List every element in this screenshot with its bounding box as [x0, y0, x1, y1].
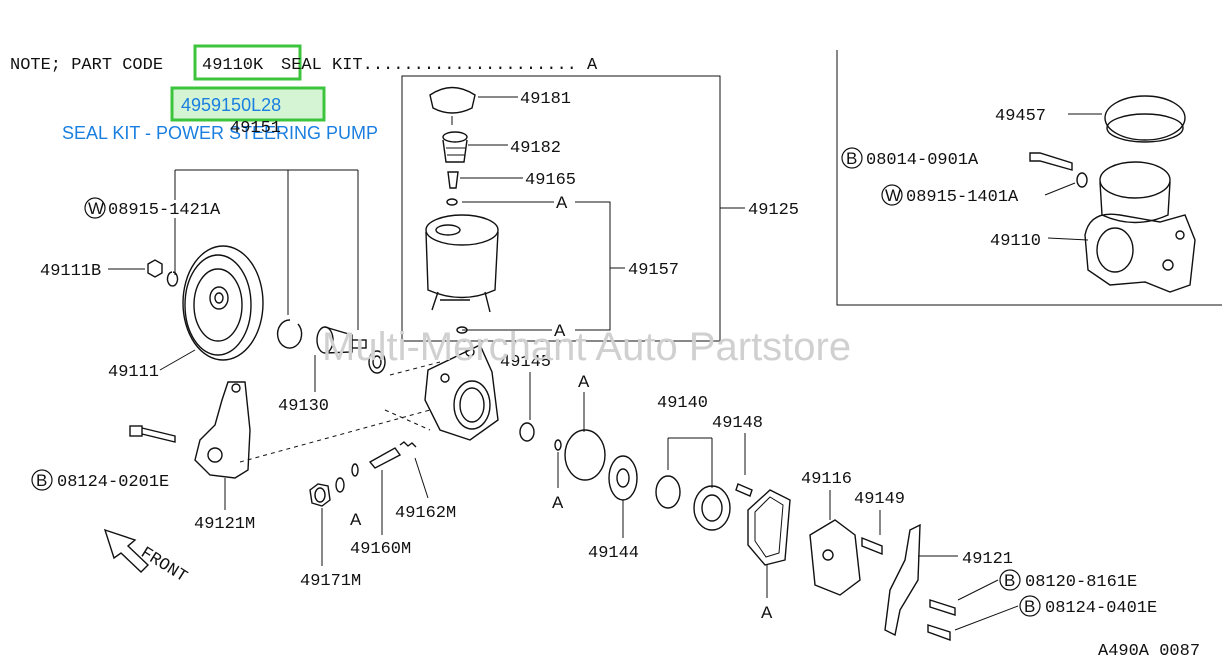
label-49145: 49145: [500, 353, 551, 372]
bolt-08124-0201E: [129, 425, 176, 443]
marker-b-1-text: B: [36, 471, 47, 490]
pin-49148: [735, 483, 753, 497]
cap-49181: [429, 86, 476, 125]
leader-49162M: [414, 457, 429, 499]
cap-49457: [1104, 95, 1186, 143]
pump-housing: [424, 344, 499, 441]
marker-b-2-text: B: [1004, 571, 1015, 590]
label-49171M: 49171M: [300, 572, 361, 591]
washer-49111B: [166, 271, 179, 287]
label-49116: 49116: [801, 470, 852, 489]
oring-small: [335, 477, 345, 493]
label-49111: 49111: [108, 363, 159, 382]
marker-b-2: [999, 569, 1021, 591]
leader-49111: [159, 349, 196, 371]
label-49148: 49148: [712, 414, 763, 433]
label-49121M: 49121M: [194, 515, 255, 534]
marker-a-4: A: [761, 603, 773, 622]
cover-49116: [809, 519, 861, 596]
marker-w-1-text: W: [88, 199, 104, 218]
watermark: Multi-Merchant Auto Partstore: [322, 325, 851, 369]
bolt-08014-0901A: [1029, 152, 1073, 171]
bracket-49121M: [194, 381, 251, 479]
label-08915-1421A: 08915-1421A: [108, 201, 221, 220]
label-49160M: 49160M: [350, 540, 411, 559]
reservoir-49157: [425, 214, 499, 313]
label-08915-1401A: 08915-1401A: [906, 188, 1019, 207]
label-49110: 49110: [990, 232, 1041, 251]
marker-w-1: [84, 197, 106, 219]
label-49162M: 49162M: [395, 504, 456, 523]
note-code: 49110K: [202, 56, 264, 75]
label-49165: 49165: [525, 171, 576, 190]
note-suffix: SEAL KIT..................... A: [281, 56, 598, 75]
label-49130: 49130: [278, 397, 329, 416]
note-code-highlight: [193, 44, 302, 81]
strainer-49182: [442, 131, 468, 163]
marker-w-2: [881, 184, 903, 206]
rotor-49140: [655, 475, 731, 531]
snap-ring: [276, 319, 303, 349]
label-49140: 49140: [657, 394, 708, 413]
pump-assembly-49110: [1084, 161, 1196, 293]
diagram-code: A490A 0087: [1098, 642, 1200, 661]
marker-b-4: [841, 147, 863, 169]
shaft-49130: [316, 326, 386, 374]
marker-a-1: A: [350, 510, 362, 529]
label-08124-0401E: 08124-0401E: [1045, 599, 1157, 618]
ring-49145: [519, 422, 535, 442]
label-49111B: 49111B: [40, 262, 101, 281]
label-49182: 49182: [510, 139, 561, 158]
marker-a-6: A: [554, 321, 566, 340]
marker-b-3-text: B: [1024, 597, 1035, 616]
bolt-08120-8161E: [929, 599, 956, 616]
oring-large: [564, 429, 606, 481]
gasket: [747, 489, 791, 566]
marker-a-3: A: [552, 493, 564, 512]
label-49144: 49144: [588, 544, 639, 563]
label-49181: 49181: [520, 90, 571, 109]
label-49157: 49157: [628, 261, 679, 280]
bracket-49157: [462, 201, 625, 331]
plug-49171M: [309, 483, 331, 507]
note-prefix: NOTE; PART CODE: [10, 56, 163, 75]
label-08014-0901A: 08014-0901A: [866, 151, 979, 170]
highlight-part-number: 4959150L28: [181, 95, 281, 115]
label-08120-8161E: 08120-8161E: [1025, 573, 1137, 592]
spring-49162M: [399, 441, 417, 448]
marker-b-4-text: B: [846, 149, 857, 168]
dashed-link: [239, 361, 441, 463]
label-49121: 49121: [962, 550, 1013, 569]
bracket-49140: [667, 437, 713, 488]
bolt-08124-0401E: [927, 624, 951, 641]
seal-kit-label: SEAL KIT - POWER STEERING PUMP: [62, 123, 378, 143]
bracket-49151: [174, 169, 359, 330]
front-label: FRONT: [137, 544, 190, 587]
marker-b-1: [31, 469, 53, 491]
front-arrow: [103, 528, 150, 573]
bolt-49149: [861, 536, 883, 556]
valve-49160M: [368, 447, 402, 469]
inset-box: [836, 50, 1222, 306]
marker-a-5: A: [556, 193, 568, 212]
marker-a-2: A: [578, 372, 590, 391]
label-49125: 49125: [748, 201, 799, 220]
cam-ring-49144: [608, 455, 638, 501]
label-08124-0201E: 08124-0201E: [57, 473, 169, 492]
marker-b-3: [1019, 595, 1041, 617]
bracket-49121: [884, 523, 921, 637]
bolt-49165: [447, 171, 459, 189]
highlight-part-box: [170, 86, 326, 122]
label-49149: 49149: [854, 490, 905, 509]
nut-49111B: [147, 259, 163, 278]
label-49151: 49151: [230, 119, 281, 138]
label-49457: 49457: [995, 107, 1046, 126]
marker-w-2-text: W: [885, 186, 901, 205]
pulley-49111: [182, 245, 264, 361]
